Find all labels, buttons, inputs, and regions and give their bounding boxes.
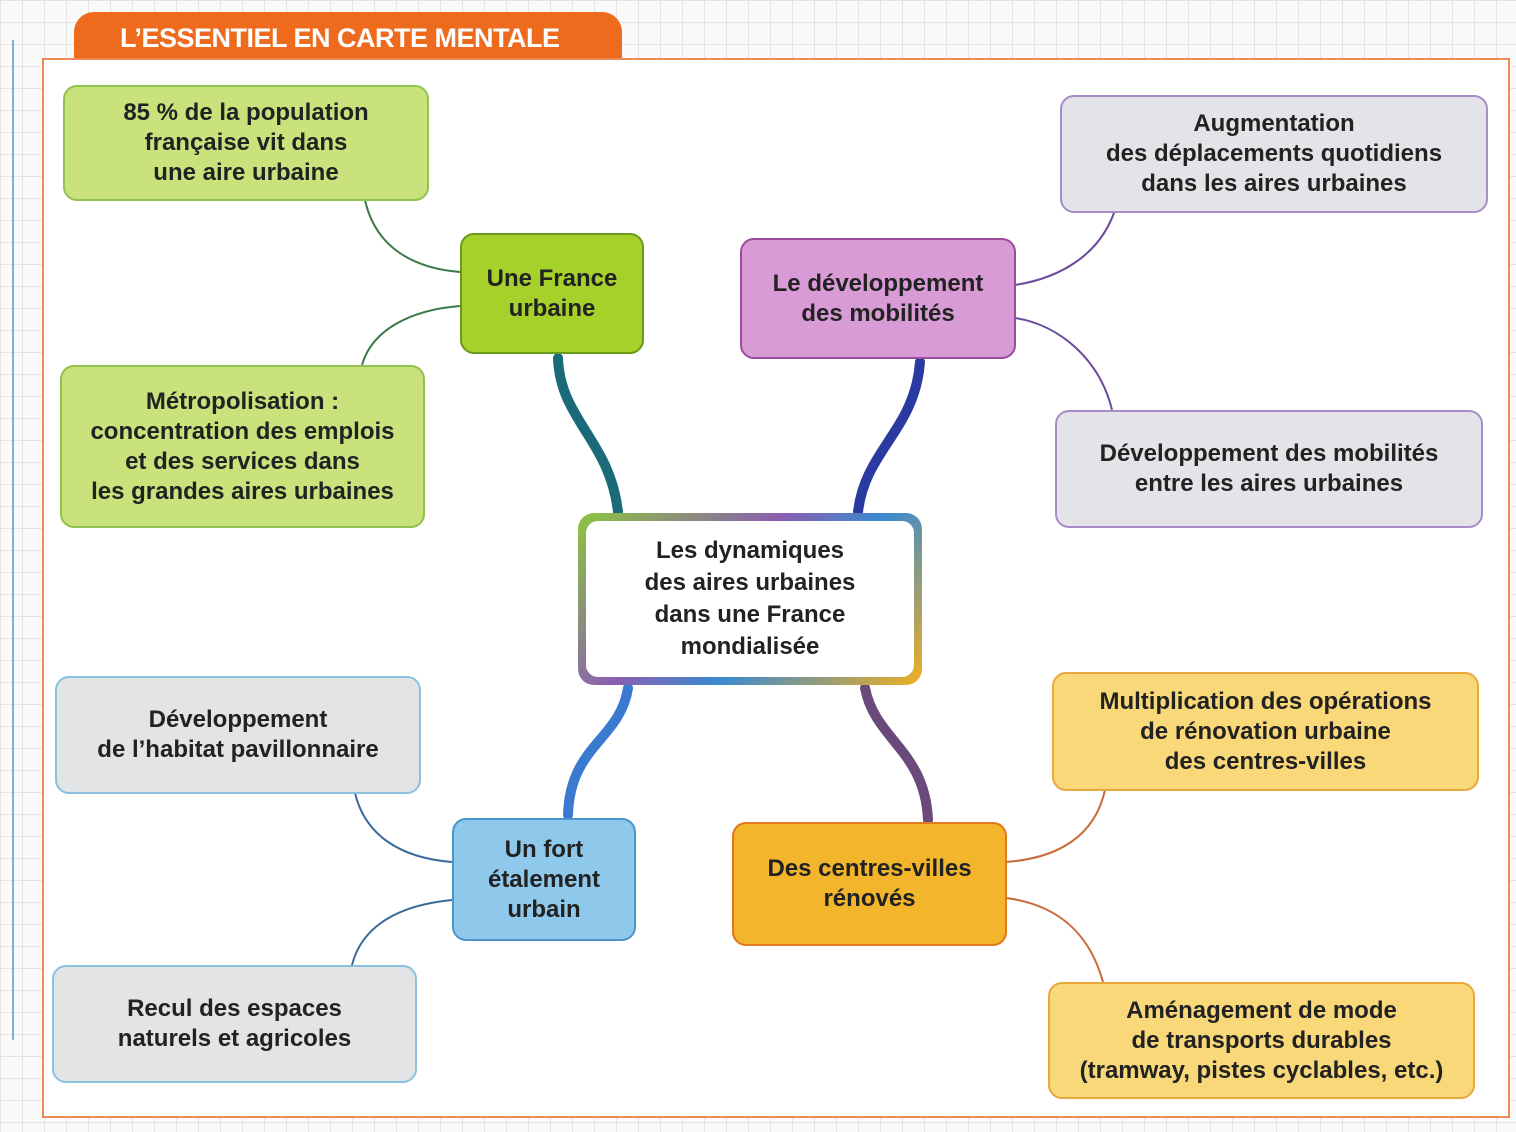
- trunk-orange: [860, 683, 933, 825]
- leaf-deplacements-quotidiens: Augmentation des déplacements quotidiens…: [1060, 95, 1488, 213]
- link-purple-1: [1014, 209, 1116, 286]
- branch-centres-villes: Des centres-villes rénovés: [732, 822, 1007, 946]
- leaf-population-urbaine: 85 % de la population française vit dans…: [63, 85, 429, 201]
- link-purple-2: [1014, 317, 1113, 411]
- leaf-metropolisation: Métropolisation : concentration des empl…: [60, 365, 425, 528]
- link-blue-1: [354, 792, 453, 863]
- link-orange-2: [1005, 897, 1104, 983]
- link-green-2: [361, 305, 461, 366]
- trunk-blue: [563, 683, 633, 820]
- link-blue-2: [351, 899, 453, 966]
- leaf-transports-durables: Aménagement de mode de transports durabl…: [1048, 982, 1475, 1099]
- link-green-1: [364, 199, 461, 273]
- branch-mobilites: Le développement des mobilités: [740, 238, 1016, 359]
- leaf-mobilites-entre-aires: Développement des mobilités entre les ai…: [1055, 410, 1483, 528]
- link-orange-1: [1005, 789, 1106, 863]
- leaf-habitat-pavillonnaire: Développement de l’habitat pavillonnaire: [55, 676, 421, 794]
- margin-line: [12, 40, 14, 1040]
- central-topic: Les dynamiques des aires urbaines dans u…: [578, 513, 922, 685]
- header-tab: L’ESSENTIEL EN CARTE MENTALE: [74, 12, 622, 64]
- leaf-recul-espaces: Recul des espaces naturels et agricoles: [52, 965, 417, 1083]
- leaf-renovation-urbaine: Multiplication des opérations de rénovat…: [1052, 672, 1479, 791]
- trunk-green: [553, 353, 623, 517]
- branch-france-urbaine: Une France urbaine: [460, 233, 644, 354]
- central-topic-label: Les dynamiques des aires urbaines dans u…: [586, 521, 914, 677]
- branch-etalement: Un fort étalement urbain: [452, 818, 636, 941]
- trunk-purple: [853, 357, 925, 517]
